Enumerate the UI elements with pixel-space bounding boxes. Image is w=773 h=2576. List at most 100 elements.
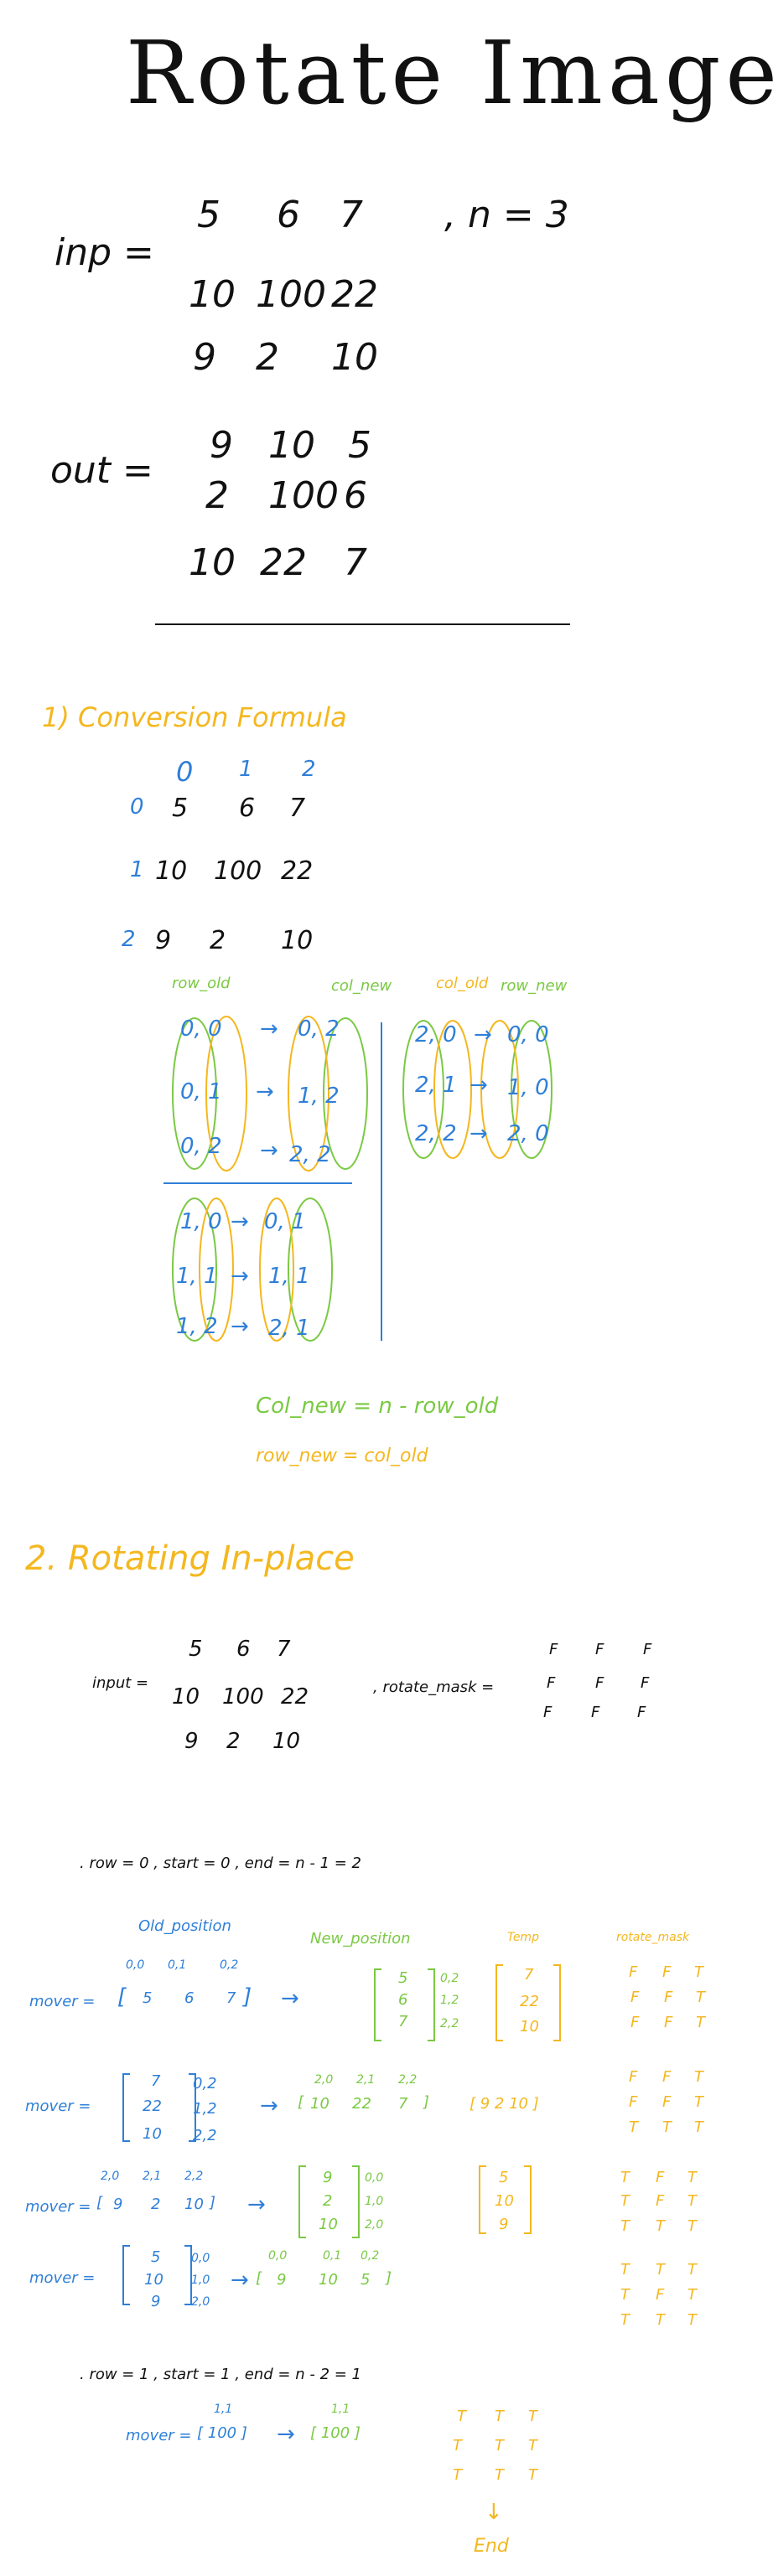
new-value: [ 100 ] [310,2424,361,2442]
old-value: 10 [143,2125,162,2143]
mask-cell: F [662,2093,672,2111]
new-value: 10 [310,2095,329,2113]
old-value: 7 [151,2072,161,2090]
mask-cell: T [453,2466,462,2484]
row-index: 2 [122,927,136,952]
old-value: 9 [113,2196,123,2213]
old-index: 0,2 [193,2075,217,2092]
header-old-position: Old_position [138,1917,231,1935]
formula-col-new: Col_new = n - row_old [256,1394,499,1419]
close-bracket: ] [386,2269,392,2287]
mask-cell: T [620,2217,630,2235]
mask-cell: F [547,1674,556,1692]
matrix-cell: 9 [210,424,233,467]
to-index: 0, 1 [264,1209,306,1234]
old-index: 2,2 [193,2127,217,2144]
old-index: 2,2 [184,2170,204,2183]
col-old-oval [205,1016,247,1172]
from-index: 2, 0 [415,1022,457,1047]
mask-cell: T [620,2192,630,2210]
output-label: out = [50,449,153,492]
new-index: 2,0 [365,2218,384,2232]
arrow-icon: → [231,2268,249,2293]
mask-cell: F [630,1989,640,2006]
col-index: 2 [302,757,316,782]
new-index: 0,2 [440,1972,459,1985]
row-new-oval-b [259,1197,294,1342]
arrow-icon: → [231,1264,249,1289]
from-index: 0, 1 [180,1079,222,1104]
matrix-cell: 2 [226,1729,241,1754]
matrix-cell: 22 [260,541,307,584]
open-bracket: [ [256,2269,262,2287]
mask-cell: F [656,2169,665,2186]
mask-cell: F [629,2093,638,2111]
section1-heading: 1) Conversion Formula [42,701,347,733]
header-temp: Temp [507,1931,539,1944]
mask-cell: T [629,2118,638,2136]
matrix-cell: 5 [197,194,220,236]
mask-cell: T [620,2261,630,2279]
bracket [524,2165,532,2234]
mask-cell: F [595,1674,604,1692]
row-old-oval-c [402,1020,444,1159]
temp-value: 9 [499,2216,509,2233]
new-index: 0,0 [268,2249,288,2263]
old-index: 1,2 [193,2100,217,2118]
bracket [189,2073,196,2142]
mask-cell: F [664,2014,673,2031]
label-row-old: row_old [172,975,231,992]
close-bracket: ] [423,2093,430,2111]
matrix-cell: 22 [281,1684,309,1710]
matrix-cell: 10 [172,1684,200,1710]
to-index: 0, 2 [298,1016,340,1042]
old-index: 2,0 [191,2295,210,2309]
matrix-cell: 9 [193,336,216,379]
formula-row-new: row_new = col_old [256,1446,428,1466]
mask-cell: F [629,2068,638,2086]
to-index: 1, 0 [507,1075,549,1100]
from-index: 1, 2 [176,1314,218,1339]
to-index: 2, 2 [289,1142,331,1167]
mask-cell: T [453,2437,462,2454]
to-index: 0, 0 [507,1022,549,1047]
new-value: 2 [323,2192,333,2210]
new-value: 7 [398,2013,408,2030]
matrix-cell: 10 [189,273,236,316]
new-value: 6 [398,1991,408,2009]
mask-cell: T [528,2466,537,2484]
old-index: 0,0 [126,1958,145,1972]
mask-cell: T [457,2408,466,2425]
matrix-cell: 6 [277,194,300,236]
old-value: 6 [184,1989,195,2007]
mask-cell: T [656,2311,665,2329]
row-old-oval [172,1017,217,1170]
row-new-oval [288,1016,329,1172]
matrix-cell: 2 [256,336,279,379]
mover-label: mover = [29,2269,96,2287]
mask-cell: T [495,2408,504,2425]
mask-cell: T [687,2192,697,2210]
bracket [479,2165,486,2234]
mask-cell: F [595,1641,604,1658]
label-row-new: row_new [501,977,568,995]
section2-input-label: input = [92,1674,149,1692]
temp-value: 7 [524,1966,534,1984]
matrix-cell: 6 [239,794,256,823]
new-index: 0,0 [365,2171,384,2185]
row-index: 1 [130,857,144,882]
header-new-position: New_position [310,1930,411,1948]
bracket [495,1964,503,2041]
mask-cell: T [495,2437,504,2454]
arrow-icon: → [260,1138,278,1163]
matrix-cell: 10 [281,926,314,955]
mask-cell: T [694,1963,703,1981]
new-value: 9 [323,2169,333,2186]
mask-cell: F [630,2014,640,2031]
mask-cell: T [662,2118,672,2136]
bracket [184,2245,192,2305]
mask-cell: T [694,2093,703,2111]
new-index: 1,0 [365,2195,384,2208]
bracket [352,2165,360,2238]
mask-cell: T [687,2311,697,2329]
